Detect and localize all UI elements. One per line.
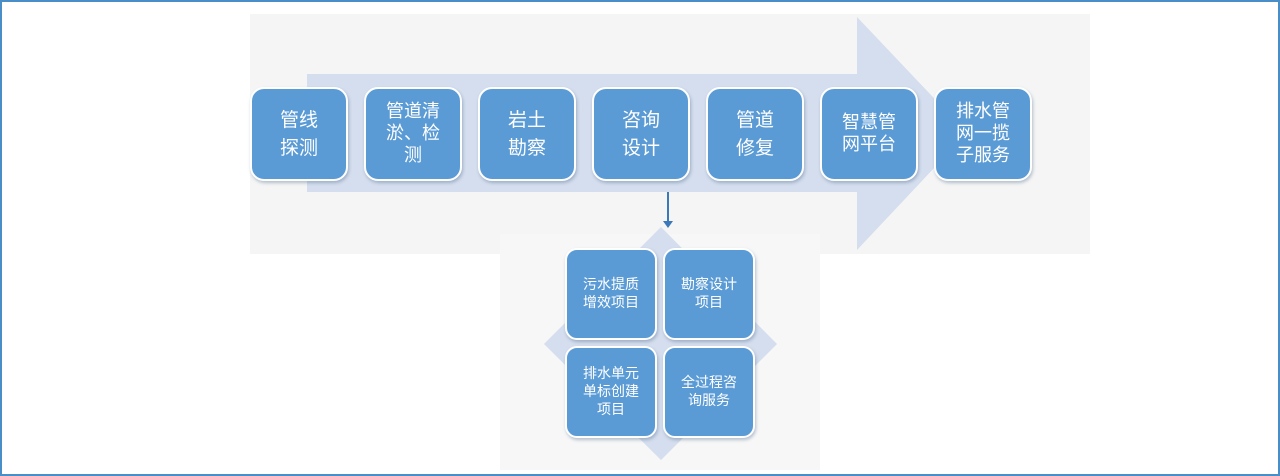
step-pipeline-detection: 管线探测 [250, 87, 348, 181]
sub-item-label: 勘察设计项目 [681, 277, 737, 311]
step-label: 管道清淤、检测 [386, 101, 440, 166]
sub-item-label: 污水提质增效项目 [583, 277, 639, 311]
step-label: 管道修复 [735, 109, 774, 159]
sub-item-sewage-efficiency: 污水提质增效项目 [565, 248, 657, 340]
sub-item-drainage-unit: 排水单元单标创建项目 [565, 346, 657, 438]
sub-item-full-process-consulting: 全过程咨询服务 [663, 346, 755, 438]
step-consulting-design: 咨询设计 [592, 87, 690, 181]
step-label: 智慧管网平台 [842, 112, 896, 155]
step-pipe-repair: 管道修复 [706, 87, 804, 181]
step-label: 排水管网一揽子服务 [956, 101, 1010, 166]
connector-arrowhead [663, 221, 673, 228]
step-label: 咨询设计 [621, 109, 660, 159]
step-label: 岩土勘察 [507, 109, 546, 159]
step-smart-network-platform: 智慧管网平台 [820, 87, 918, 181]
step-pipe-cleaning-inspection: 管道清淤、检测 [364, 87, 462, 181]
sub-item-survey-design: 勘察设计项目 [663, 248, 755, 340]
step-geotechnical-survey: 岩土勘察 [478, 87, 576, 181]
step-label: 管线探测 [279, 109, 318, 159]
sub-item-label: 排水单元单标创建项目 [583, 366, 639, 418]
step-one-stop-service: 排水管网一揽子服务 [934, 87, 1032, 181]
sub-item-label: 全过程咨询服务 [681, 375, 737, 409]
